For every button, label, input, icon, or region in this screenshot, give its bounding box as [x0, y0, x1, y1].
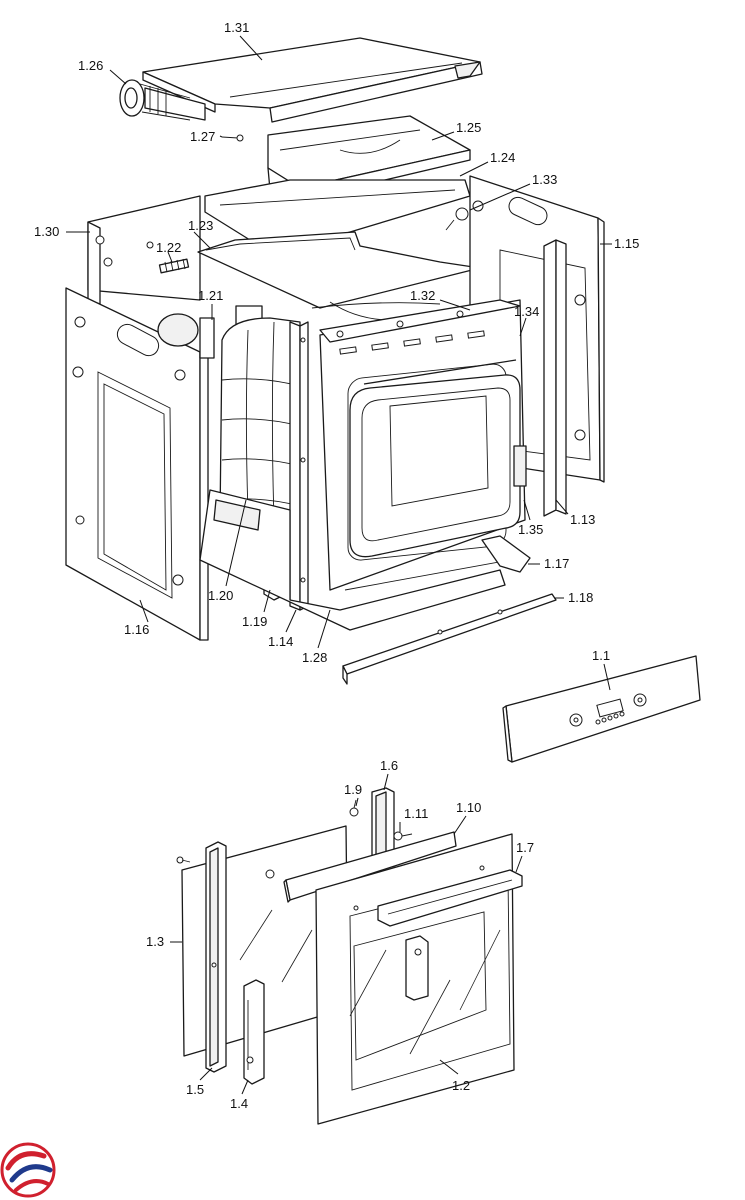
door-screw-1-9	[349, 799, 359, 817]
callout-1-13: 1.13	[570, 512, 595, 527]
cavity-base-tray	[199, 489, 511, 631]
heat-shield-plate	[204, 179, 471, 241]
callout-1-31: 1.31	[224, 20, 249, 35]
spring-part	[158, 258, 190, 274]
cavity-rear-panel	[87, 195, 201, 305]
left-front-upright	[289, 321, 309, 611]
callout-1-7: 1.7	[516, 840, 534, 855]
screw-part	[221, 134, 244, 142]
callout-1-27: 1.27	[190, 129, 215, 144]
oven-cavity	[319, 299, 526, 591]
door-side-frame-1-5	[205, 841, 227, 1073]
callout-1-5: 1.5	[186, 1082, 204, 1097]
callout-1-30: 1.30	[34, 224, 59, 239]
callout-1-9: 1.9	[344, 782, 362, 797]
door-hinge-1-4	[243, 979, 265, 1085]
callout-1-11: 1.11	[404, 806, 428, 821]
right-front-upright	[513, 239, 567, 517]
door-screw-1-11	[393, 831, 413, 841]
callout-1-34: 1.34	[514, 304, 539, 319]
callout-1-24: 1.24	[490, 150, 515, 165]
callout-1-28: 1.28	[302, 650, 327, 665]
callout-1-25: 1.25	[456, 120, 481, 135]
front-rail	[342, 593, 557, 685]
callout-1-1: 1.1	[592, 648, 610, 663]
callout-labels: 1.31 1.26 1.27 1.25 1.24 1.33 1.30 1.23 …	[34, 20, 639, 1111]
callout-1-16: 1.16	[124, 622, 149, 637]
top-cover-panel	[142, 37, 483, 123]
callout-1-23: 1.23	[188, 218, 213, 233]
callout-1-10: 1.10	[456, 800, 481, 815]
callout-1-15: 1.15	[614, 236, 639, 251]
callout-1-6: 1.6	[380, 758, 398, 773]
brand-logo	[0, 1142, 56, 1198]
callout-1-2: 1.2	[452, 1078, 470, 1093]
door-handle-1-7	[377, 869, 523, 927]
support-bracket	[481, 535, 531, 573]
callout-1-20: 1.20	[208, 588, 233, 603]
callout-1-21: 1.21	[198, 288, 223, 303]
door-bolt	[176, 856, 191, 864]
callout-1-26: 1.26	[78, 58, 103, 73]
callout-1-22: 1.22	[156, 240, 181, 255]
callout-1-18: 1.18	[568, 590, 593, 605]
inner-glass-panel-1-10	[283, 831, 457, 903]
control-panel	[502, 655, 701, 763]
leader-lines	[66, 35, 612, 1095]
cavity-top-bracket	[319, 299, 521, 343]
door-hinge-right	[405, 935, 429, 1001]
callout-1-19: 1.19	[242, 614, 267, 629]
callout-1-14: 1.14	[268, 634, 293, 649]
cooling-fan-motor	[119, 79, 206, 121]
callout-1-4: 1.4	[230, 1096, 248, 1111]
door-screw-left	[265, 869, 275, 879]
callout-1-35: 1.35	[518, 522, 543, 537]
callout-1-17: 1.17	[544, 556, 569, 571]
left-side-panel	[65, 287, 209, 641]
grill-element	[197, 231, 481, 309]
callout-1-32: 1.32	[410, 288, 435, 303]
callout-1-33: 1.33	[532, 172, 557, 187]
cavity-vents	[339, 330, 485, 355]
callout-1-3: 1.3	[146, 934, 164, 949]
